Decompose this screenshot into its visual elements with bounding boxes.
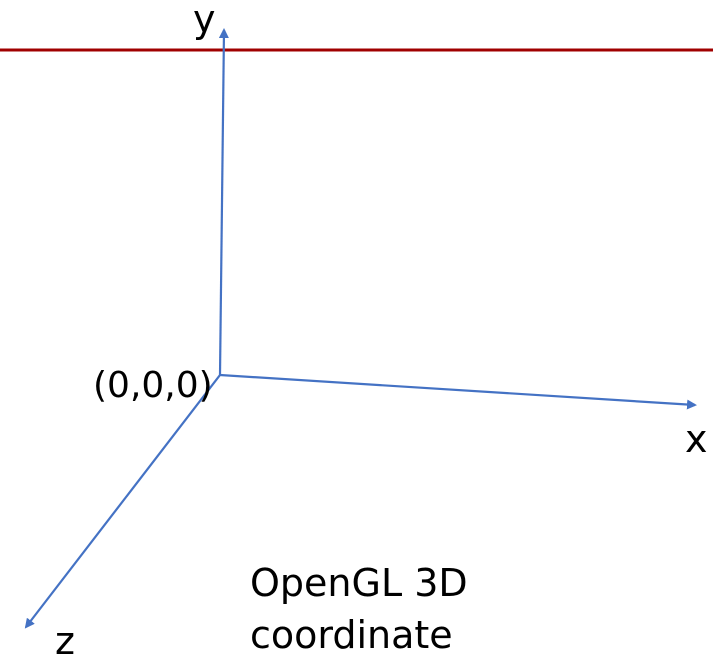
caption-line-2: coordinate (250, 613, 453, 657)
origin-label: (0,0,0) (93, 365, 213, 406)
y-axis (218, 28, 229, 376)
x-axis-label: x (685, 417, 708, 461)
caption-line-1: OpenGL 3D (250, 561, 468, 605)
x-axis (219, 373, 697, 410)
z-axis-label: z (55, 619, 75, 663)
z-axis (24, 374, 221, 629)
y-axis-label: y (193, 0, 216, 41)
